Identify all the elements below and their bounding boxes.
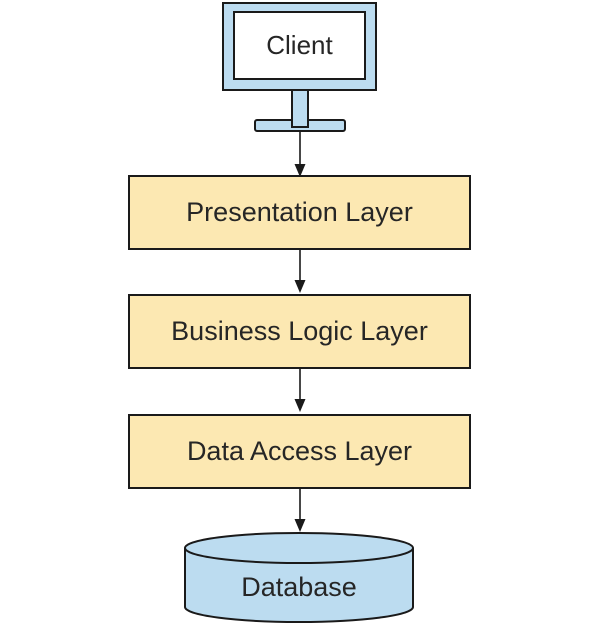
node-database: Database (185, 566, 413, 608)
arrow-head-icon (294, 280, 306, 293)
arrow-head-icon (294, 519, 306, 532)
database-cylinder-icon (184, 532, 414, 623)
node-data-access-layer: Data Access Layer (128, 414, 471, 489)
data-access-layer-label: Data Access Layer (186, 436, 413, 466)
client-node: Client (233, 11, 366, 80)
monitor-stand-neck (291, 89, 309, 128)
arrow-client-to-presentation (294, 131, 306, 177)
cylinder-top-arc (184, 547, 414, 564)
client-label: Client (266, 30, 333, 60)
presentation-layer-label: Presentation Layer (186, 197, 413, 227)
arrow-head-icon (294, 164, 306, 177)
arrow-presentation-to-business (294, 250, 306, 293)
arrow-data-access-to-database (294, 489, 306, 532)
arrow-business-to-data-access (294, 369, 306, 412)
node-presentation-layer: Presentation Layer (128, 175, 471, 250)
database-label: Database (241, 571, 357, 602)
cylinder-body (184, 532, 414, 623)
node-business-logic-layer: Business Logic Layer (128, 294, 471, 369)
arrow-head-icon (294, 399, 306, 412)
business-logic-layer-label: Business Logic Layer (171, 316, 428, 346)
